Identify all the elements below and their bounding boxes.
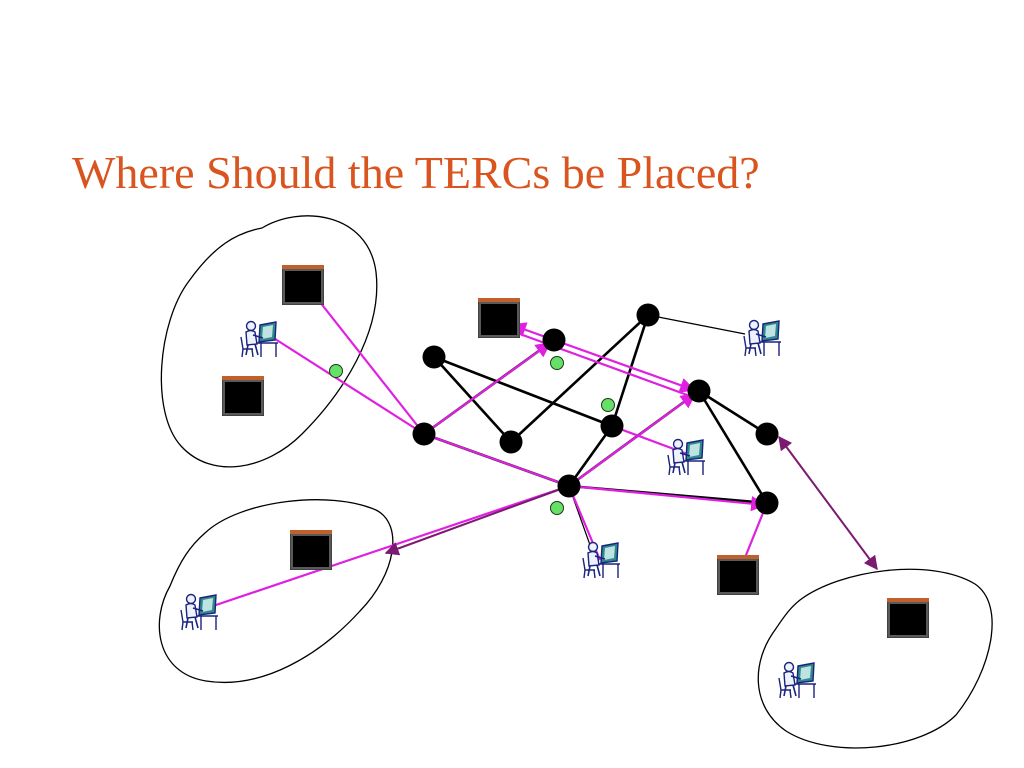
traffic-arrow [423, 432, 570, 488]
router-node-icon [755, 422, 779, 446]
servers [222, 265, 929, 638]
router-node-icon [636, 303, 660, 327]
traffic-arrow [568, 484, 767, 512]
terc-candidate-icon [329, 364, 343, 378]
server-icon [290, 530, 332, 570]
site-boundary-bottom-right [757, 568, 993, 749]
router-node-icon [412, 422, 436, 446]
router-node-icon [422, 345, 446, 369]
user-workstation-icon [180, 593, 219, 631]
traffic-arrow [778, 435, 878, 571]
server-icon [478, 298, 520, 338]
router-nodes [412, 303, 779, 515]
user-workstation-icon [240, 320, 279, 358]
router-node-icon [542, 328, 566, 352]
user-workstation-icon [582, 541, 621, 579]
user-workstation-icon [778, 661, 817, 699]
terc-candidate-icon [550, 501, 564, 515]
router-node-icon [755, 491, 779, 515]
router-node-icon [600, 414, 624, 438]
traffic-arrow [206, 484, 570, 610]
link [433, 355, 613, 428]
link [697, 390, 769, 504]
server-icon [282, 265, 324, 305]
server-icon [222, 376, 264, 416]
server-icon [717, 555, 759, 595]
router-node-icon [499, 430, 523, 454]
traffic-arrow [510, 322, 696, 393]
server-icon [887, 598, 929, 638]
terc-candidate-icon [601, 398, 615, 412]
traffic-arrow [568, 393, 697, 487]
slide-title: Where Should the TERCs be Placed? [72, 147, 760, 198]
terc-candidate-icon [550, 356, 564, 370]
link [567, 425, 614, 487]
traffic-arrow [271, 336, 425, 435]
site-boundary-bottom-left [158, 499, 394, 683]
traffic-arrow [384, 485, 570, 556]
user-workstation-icon [743, 319, 782, 357]
link [647, 314, 746, 335]
terc-candidates [329, 356, 615, 515]
router-node-icon [687, 379, 711, 403]
network-links [423, 314, 769, 546]
site-boundary-top-left [160, 215, 378, 468]
router-node-icon [557, 474, 581, 498]
user-workstation-icon [667, 438, 706, 476]
traffic-arrow [311, 291, 425, 435]
link [698, 389, 768, 436]
